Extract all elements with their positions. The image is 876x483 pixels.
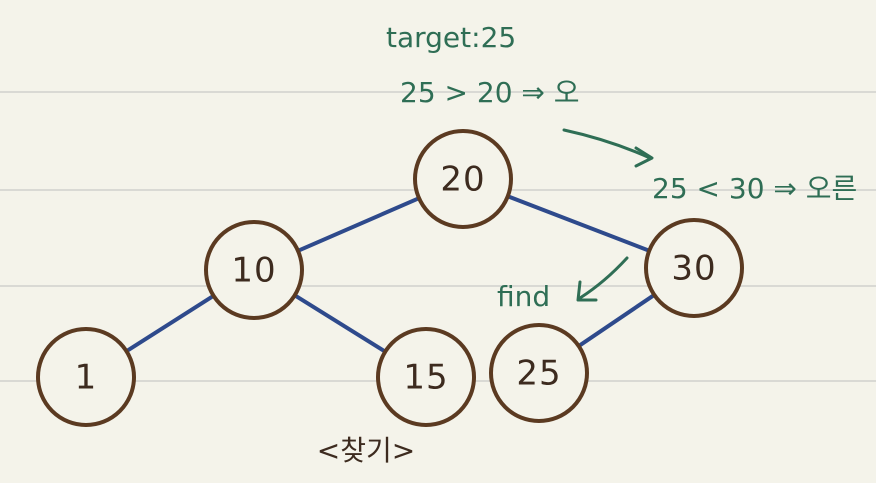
tree-node-25: 25 [489,323,589,423]
node-label: 15 [403,358,448,398]
tree-edge-n10-n15 [292,293,388,354]
node-label: 10 [231,251,276,291]
tree-edges [124,194,657,354]
node-circle [413,129,513,229]
node-label: 30 [671,249,716,289]
tree-node-15: 15 [376,327,476,427]
tree-edge-n30-n25 [576,292,657,349]
tree-node-30: 30 [644,218,744,318]
tree-node-10: 10 [204,220,304,320]
find-annotation: find [497,280,550,313]
compare-right-annotation: 25 < 30 ⇒ 오른 [652,172,857,205]
compare-root-annotation: 25 > 20 ⇒ 오 [400,76,580,109]
tree-edge-n10-n1 [124,293,216,354]
search-caption: <찾기> [317,434,415,467]
tree-edge-n20-n10 [296,196,421,253]
tree-node-1: 1 [36,327,136,427]
node-label: 25 [516,354,561,394]
node-circle [204,220,304,320]
node-label: 20 [440,160,485,200]
node-circle [36,327,136,427]
node-label: 1 [75,358,98,398]
node-circle [376,327,476,427]
node-circle [644,218,744,318]
target-annotation: target:25 [386,21,516,54]
tree-nodes: 20 10 30 1 15 25 [36,129,744,427]
tree-edge-n20-n30 [505,194,652,253]
node-circle [489,323,589,423]
arrow-to-right-child [562,128,654,168]
tree-node-20: 20 [413,129,513,229]
arrow-to-found-node [576,256,629,302]
